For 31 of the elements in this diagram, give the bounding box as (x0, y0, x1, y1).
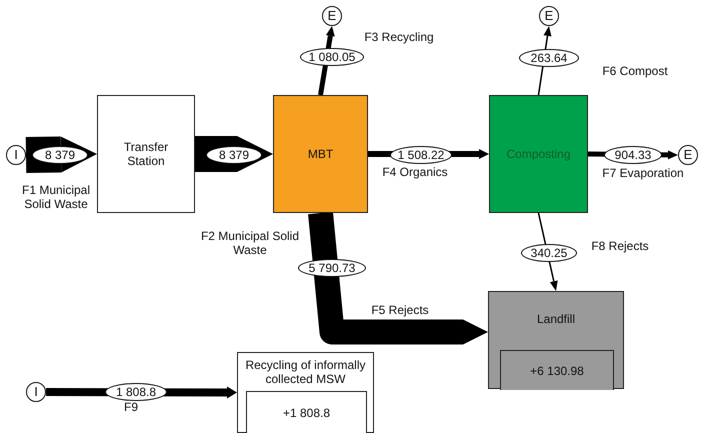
flow-value-label: 904.33 (604, 146, 662, 164)
flow-band-arrow (195, 136, 273, 172)
flow-value-label: 5 790.73 (298, 259, 366, 277)
flow-name-label: F1 Municipal Solid Waste (20, 183, 92, 211)
input-circle: I (6, 145, 26, 165)
flow-value-label: 1 508.22 (390, 146, 452, 164)
flow-name-label: F7 Evaporation (601, 166, 685, 180)
flow-name-label: F5 Rejects (370, 303, 430, 317)
flow-name-label: F2 Municipal Solid Waste (200, 229, 300, 257)
input-circle: I (26, 382, 46, 402)
flow-band-arrow (26, 136, 97, 173)
export-circle: E (539, 6, 559, 26)
flow-value-label: 263.64 (519, 49, 579, 67)
process-box: MBT (273, 95, 368, 213)
flow-name-label: F4 Organics (381, 165, 449, 179)
stock-box: +6 130.98 (500, 350, 614, 390)
export-circle: E (678, 145, 698, 165)
process-box: Composting (489, 95, 588, 213)
flow-band-arrow (308, 212, 488, 344)
flow-name-label: F3 Recycling (363, 30, 435, 44)
process-box: Recycling of informally collected MSW +1 808.8 (237, 352, 374, 433)
flow-value-label: 1 808.8 (105, 383, 167, 401)
process-box: Landfill +6 130.98 (488, 291, 624, 389)
flow-name-label: F8 Rejects (590, 239, 650, 253)
flow-value-label: 1 080.05 (300, 48, 364, 66)
stock-box: +1 808.8 (246, 391, 367, 433)
flow-value-label: 340.25 (521, 244, 577, 262)
flow-name-label: F6 Compost (601, 64, 669, 78)
export-circle: E (322, 6, 342, 26)
process-box: Transfer Station (97, 95, 195, 213)
flow-name-label: F9 (122, 400, 139, 414)
